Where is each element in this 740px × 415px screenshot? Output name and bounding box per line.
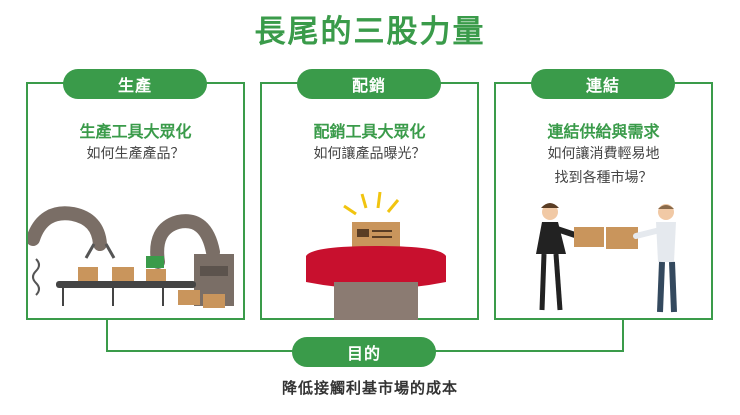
pedestal-top (306, 246, 446, 289)
pedestal-base (334, 282, 418, 320)
robot-arm-left (28, 206, 107, 251)
label-distribution: 配銷 (297, 69, 441, 99)
spark-line (386, 199, 400, 213)
panel-heading: 連結供給與需求 (547, 122, 660, 141)
box (574, 227, 604, 247)
green-package (146, 256, 164, 268)
box (178, 290, 200, 305)
panel-heading: 生產工具大眾化 (79, 122, 192, 141)
box (112, 267, 134, 281)
panel-subtext: 如何讓產品曝光？ (262, 142, 477, 166)
goal-text: 降低接觸利基市場的成本 (281, 379, 458, 397)
subtext-line: 如何生產產品？ (86, 146, 185, 162)
panel-production: 生產工具大眾化 如何生產產品？ (26, 82, 245, 320)
page-title: 長尾的三股力量 (254, 14, 486, 50)
box (606, 227, 638, 249)
spark-line (376, 191, 382, 209)
panel-heading: 配銷工具大眾化 (313, 122, 426, 141)
label-production: 生產 (63, 69, 207, 99)
handshake-illustration (536, 203, 677, 313)
box (78, 267, 98, 281)
woman-body (536, 222, 566, 254)
panel-subtext: 如何讓消費輕易地 找到各種市場？ (496, 142, 711, 190)
label-connection: 連結 (531, 69, 675, 99)
subtext-line: 找到各種市場？ (554, 170, 653, 186)
box (146, 269, 166, 281)
robot-arm-right (150, 214, 220, 269)
subtext-line: 如何讓消費輕易地 (547, 146, 660, 162)
factory-illustration (28, 206, 234, 308)
panel-subtext: 如何生產產品？ (28, 142, 243, 166)
panel-connection: 連結供給與需求 如何讓消費輕易地 找到各種市場？ (494, 82, 713, 320)
spark-line (360, 193, 368, 209)
pedestal-illustration (306, 191, 446, 320)
conveyor-belt (56, 281, 196, 288)
panel-distribution: 配銷工具大眾化 如何讓產品曝光？ (260, 82, 479, 320)
spark-line (343, 204, 357, 216)
subtext-line: 如何讓產品曝光？ (313, 146, 426, 162)
box (203, 294, 225, 308)
label-goal: 目的 (292, 337, 436, 367)
